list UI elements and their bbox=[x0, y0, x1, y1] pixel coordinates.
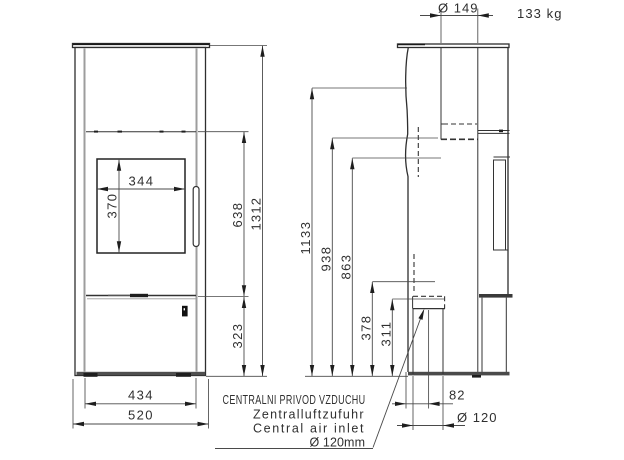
dim-inlet-rear-offset: 82 bbox=[449, 388, 465, 403]
side-door-mark bbox=[499, 129, 503, 133]
side-foot bbox=[472, 375, 481, 378]
side-rear-edge bbox=[404, 47, 409, 372]
door-tick bbox=[159, 130, 164, 133]
door-glass bbox=[96, 158, 186, 254]
dim-door-height: 638 bbox=[230, 203, 245, 228]
door-latch bbox=[130, 293, 148, 298]
door-handle bbox=[192, 185, 200, 248]
dim-inlet-top-height: 378 bbox=[358, 316, 373, 341]
brand-logo bbox=[182, 305, 188, 317]
dim-base-width: 434 bbox=[128, 388, 153, 403]
side-base-band bbox=[408, 371, 510, 376]
front-base-band bbox=[76, 371, 205, 376]
side-view bbox=[396, 43, 513, 378]
door-tick bbox=[181, 130, 186, 133]
air-inlet-note: CENTRALNI PRIVOD VZDUCHU Zentralluftzufu… bbox=[215, 393, 373, 450]
front-view bbox=[71, 42, 211, 377]
dim-glass-height: 370 bbox=[105, 194, 120, 219]
note-line-english: Central air inlet bbox=[253, 422, 364, 436]
door-tick bbox=[117, 130, 122, 133]
dim-flue-diameter: Ø 149 bbox=[438, 1, 478, 16]
dim-lower-height: 323 bbox=[230, 324, 245, 349]
note-line-german: Zentralluftzufuhr bbox=[253, 408, 364, 422]
side-handle-groove bbox=[493, 159, 506, 251]
dim-rear-height-863: 863 bbox=[338, 255, 353, 280]
weight-label: 133 kg bbox=[517, 6, 562, 21]
note-line-czech: CENTRALNI PRIVOD VZDUCHU bbox=[223, 393, 366, 407]
brand-logo-mark bbox=[183, 308, 185, 311]
door-tick bbox=[94, 130, 98, 133]
front-foot-left bbox=[83, 373, 98, 377]
dim-inlet-pipe-diameter: Ø 120 bbox=[457, 410, 497, 425]
dim-rear-height-938: 938 bbox=[318, 247, 333, 272]
side-handle-strip bbox=[479, 294, 513, 298]
dim-total-height: 1312 bbox=[249, 198, 264, 231]
front-dimensions: 344 370 638 1312 323 434 bbox=[72, 45, 267, 429]
dim-flue-outlet-height: 1133 bbox=[298, 222, 313, 255]
dim-total-width: 520 bbox=[128, 408, 153, 423]
side-top-plate bbox=[396, 43, 510, 49]
note-line-diameter: Ø 120mm bbox=[310, 436, 366, 450]
front-foot-right bbox=[176, 373, 191, 377]
dim-inlet-height: 311 bbox=[378, 322, 393, 347]
side-dimensions: Ø 149 133 kg 1133 938 863 378 311 bbox=[298, 1, 562, 448]
dim-glass-width: 344 bbox=[129, 173, 154, 188]
